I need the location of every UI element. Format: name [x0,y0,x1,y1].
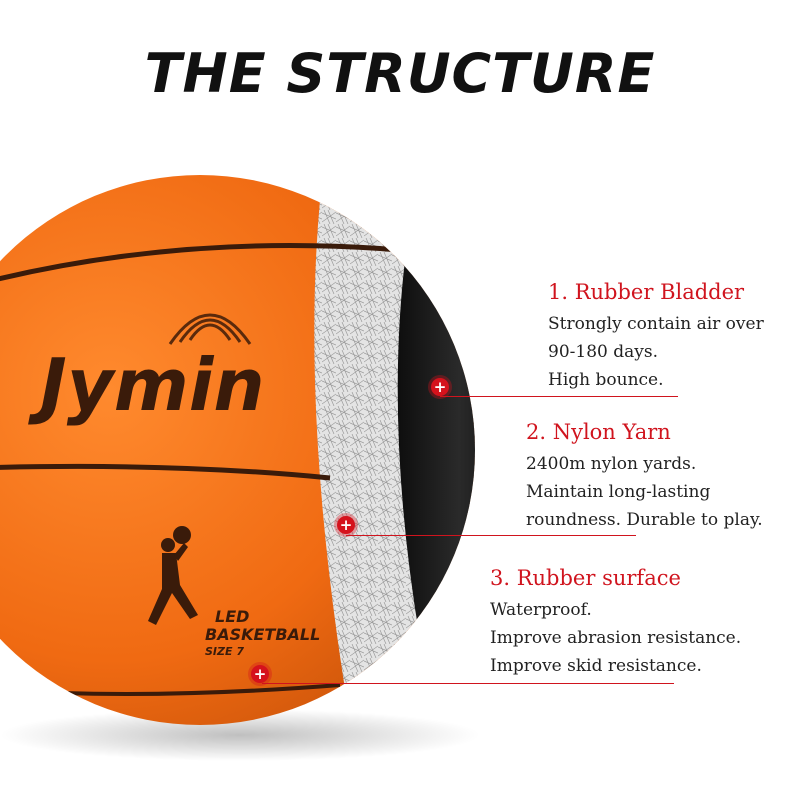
callout-heading: 3. Rubber surface [490,566,681,590]
callout-rubber-surface: 3. Rubber surface Waterproof. Improve ab… [490,566,741,680]
callout-nylon-yarn: 2. Nylon Yarn 2400m nylon yards. Maintai… [526,420,763,534]
brand-arc-icon [178,318,242,343]
ball-brand-text: Jymin [28,343,265,427]
leader-line-surface [262,683,674,684]
leader-line-bladder [440,396,678,397]
leader-line-nylon [346,535,636,536]
page-title: THE STRUCTURE [144,42,656,105]
ball-seam [0,243,401,303]
marker-surface-icon[interactable]: + [251,665,269,683]
ball-seam [0,463,331,481]
ball-print-basketball: BASKETBALL [205,625,320,644]
callout-line: Improve skid resistance. [490,656,702,676]
brand-arc-icon [168,313,252,345]
callout-line: High bounce. [548,370,664,390]
callout-line: 2400m nylon yards. [526,454,697,474]
callout-line: Maintain long-lasting [526,482,711,502]
brand-arc-icon [188,323,232,341]
callout-line: Strongly contain air over [548,314,764,334]
player-silhouette-icon [148,526,198,625]
marker-bladder-icon[interactable]: + [431,378,449,396]
callout-heading: 1. Rubber Bladder [548,280,745,304]
ball-print-led: LED [215,607,249,626]
callout-line: roundness. Durable to play. [526,510,763,530]
callout-heading: 2. Nylon Yarn [526,420,671,444]
callout-line: Improve abrasion resistance. [490,628,742,648]
callout-rubber-bladder: 1. Rubber Bladder Strongly contain air o… [548,280,764,394]
callout-line: 90-180 days. [548,342,658,362]
ball-print-size: SIZE 7 [205,645,244,658]
marker-nylon-icon[interactable]: + [337,516,355,534]
callout-line: Waterproof. [490,600,592,620]
rubber-bladder-layer [397,240,475,640]
ball-layers: Jymin LED BASKETBALL SIZE 7 [0,175,475,725]
ball-shadow [0,709,480,761]
